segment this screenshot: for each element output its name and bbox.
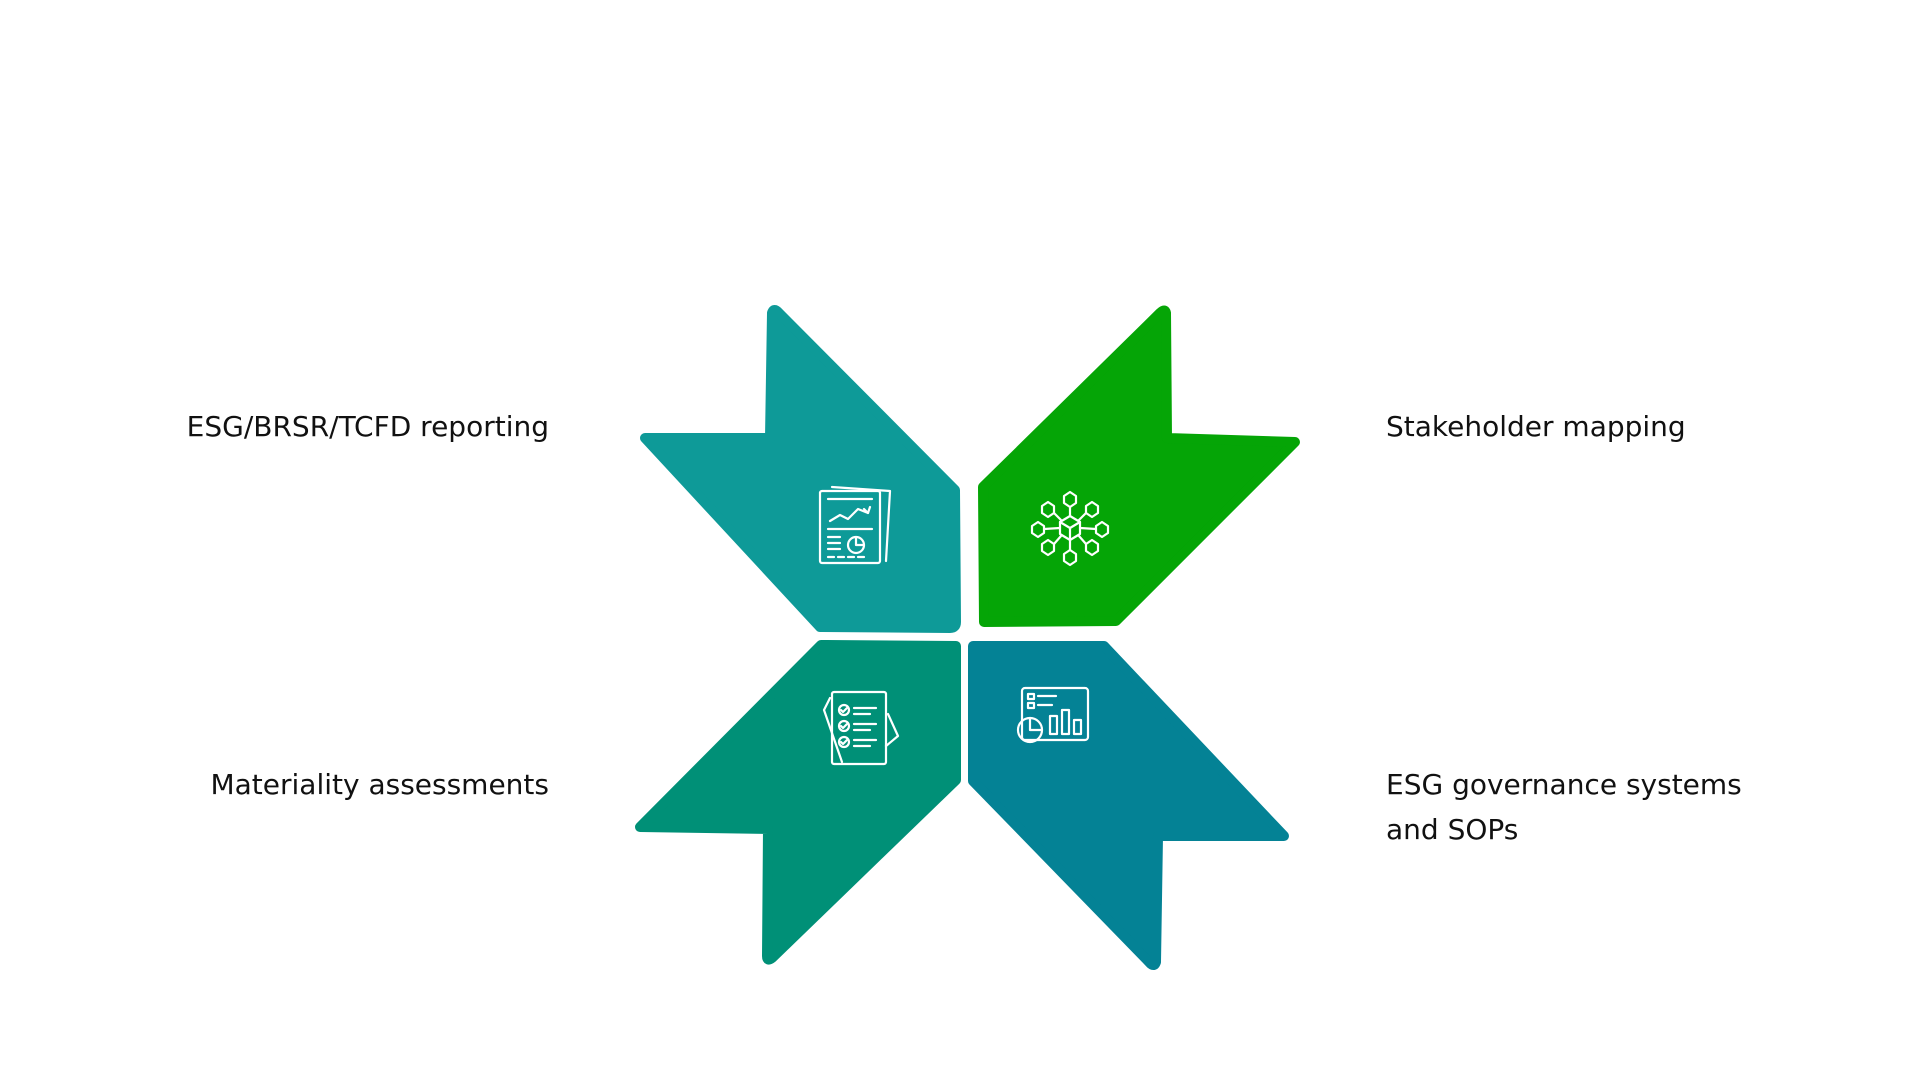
arrow-top-right bbox=[978, 305, 1300, 627]
network-cubes-icon bbox=[1030, 490, 1110, 567]
arrow-bottom-left bbox=[635, 640, 961, 965]
label-materiality-assessments: Materiality assessments bbox=[210, 768, 549, 801]
label-esg-governance-line2: and SOPs bbox=[1386, 813, 1519, 846]
label-esg-brsr-tcfd-reporting: ESG/BRSR/TCFD reporting bbox=[186, 410, 549, 443]
report-chart-icon bbox=[818, 485, 892, 565]
checklist-icon bbox=[822, 690, 900, 766]
label-stakeholder-mapping: Stakeholder mapping bbox=[1386, 410, 1686, 443]
label-esg-governance-systems: ESG governance systems and SOPs bbox=[1386, 762, 1866, 852]
label-esg-governance-line1: ESG governance systems bbox=[1386, 768, 1742, 801]
arrow-bottom-right bbox=[968, 641, 1289, 970]
arrow-top-left bbox=[640, 305, 961, 633]
dashboard-icon bbox=[1016, 686, 1090, 744]
